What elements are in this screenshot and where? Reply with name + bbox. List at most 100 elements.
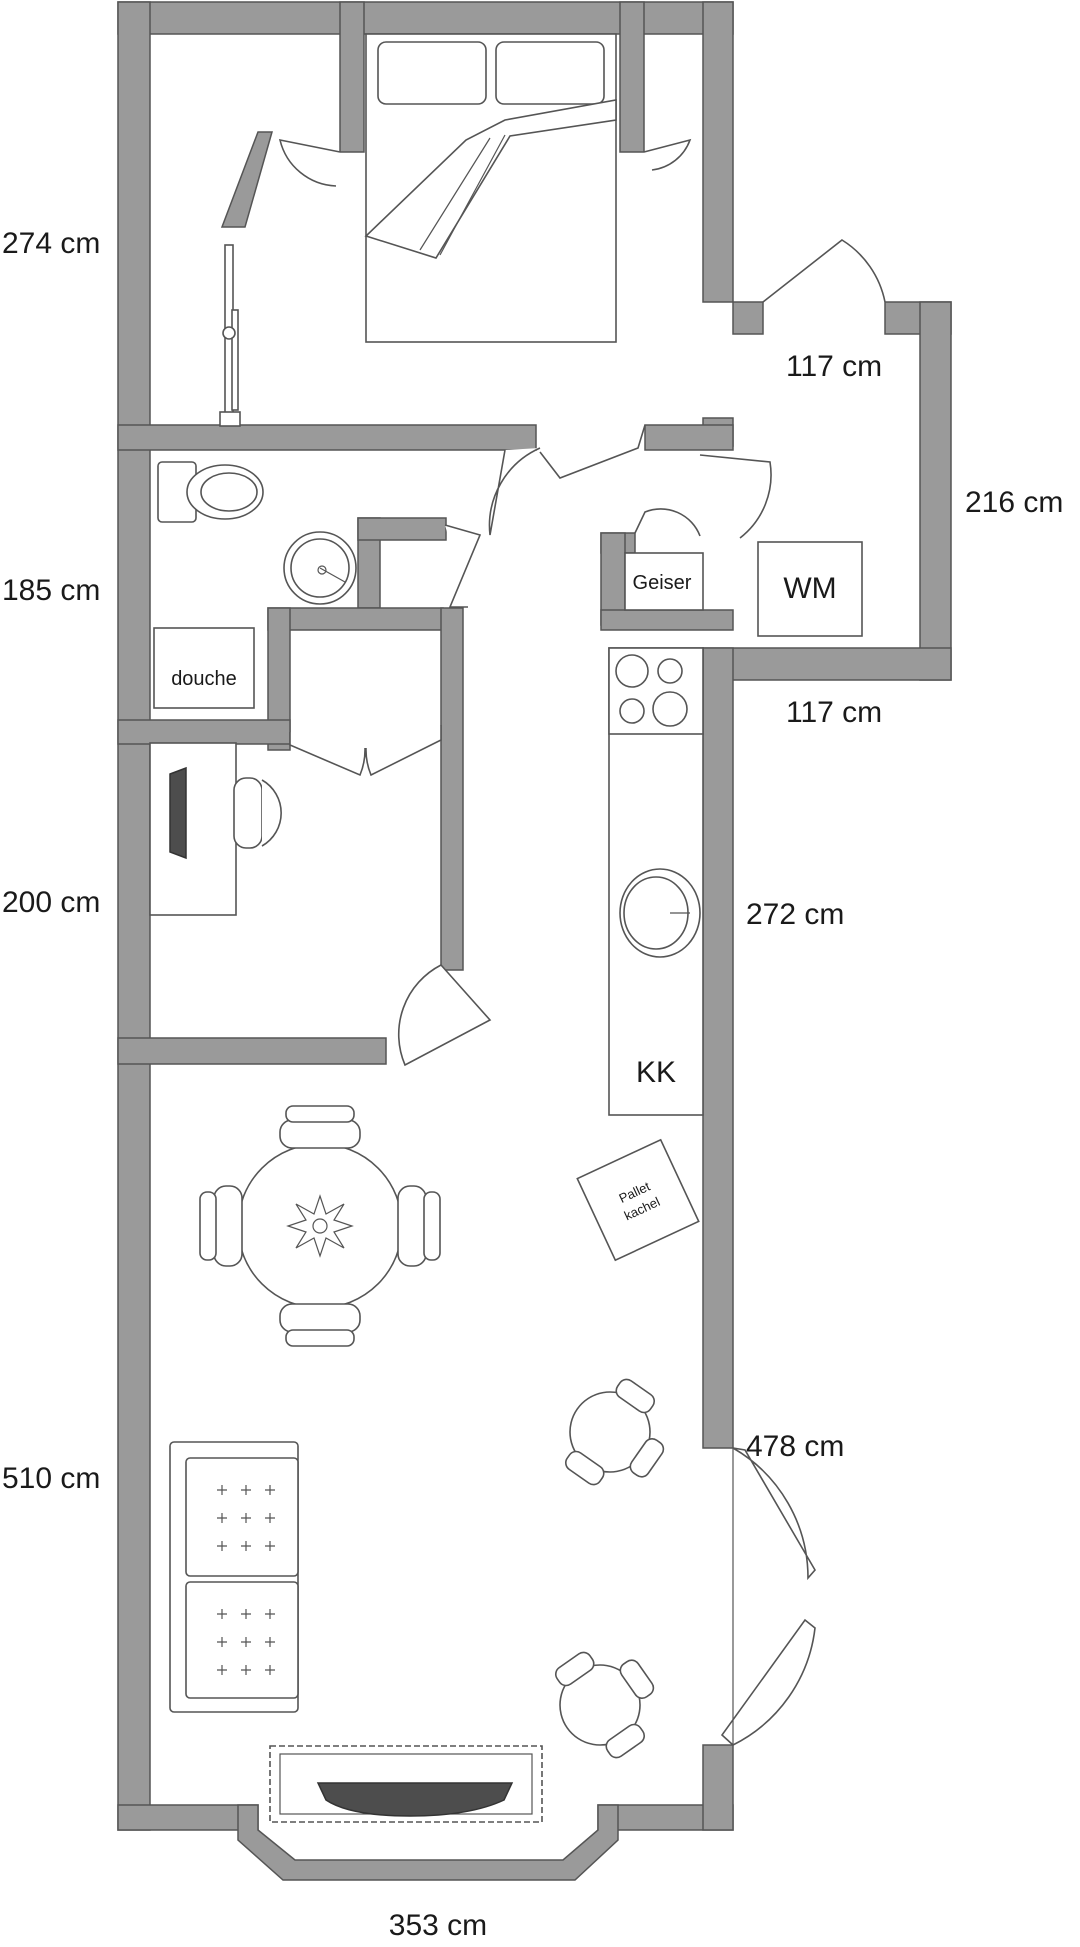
wall-bay	[237, 1804, 619, 1881]
living-room	[169, 1105, 816, 1823]
wall-right-lower	[702, 1744, 734, 1831]
sliding-panel-2	[231, 309, 239, 411]
dining-chair-bottom	[279, 1303, 361, 1333]
bed-blanket-fold	[364, 99, 617, 259]
dim-storage-width-bottom: 117 cm	[786, 696, 882, 729]
bed-fold-line	[419, 137, 491, 251]
sofa-tuft	[241, 1665, 251, 1675]
burner-4	[652, 691, 688, 727]
sofa-tuft	[265, 1541, 275, 1551]
dining-chair-bottom-back	[285, 1329, 355, 1347]
dining-chair-right	[397, 1185, 427, 1267]
entrance-door-lower[interactable]	[720, 1618, 816, 1746]
sofa-cushion-bottom	[185, 1581, 299, 1699]
sofa-tuft	[241, 1609, 251, 1619]
kitchen: KK Pallet kachel	[576, 647, 704, 1262]
sofa-tuft	[217, 1637, 227, 1647]
sofa-tuft	[217, 1541, 227, 1551]
monitor	[169, 766, 187, 860]
washbasin-drain	[317, 565, 327, 575]
wall-storage-right	[919, 301, 952, 681]
sofa-tuft	[241, 1637, 251, 1647]
washing-machine	[757, 541, 863, 637]
dim-study-height: 200 cm	[2, 886, 100, 919]
dim-bedroom-height: 274 cm	[2, 227, 100, 260]
sofa-tuft	[265, 1637, 275, 1647]
study-door[interactable]	[397, 964, 492, 1067]
wall-bottom-left	[117, 1804, 259, 1831]
wall-bedroom-bottom-right	[644, 424, 734, 451]
study-chair-seat	[233, 777, 263, 849]
dim-bottom-width: 353 cm	[389, 1909, 487, 1942]
wall-geiser-bottom	[600, 609, 734, 631]
pillow-left	[377, 41, 487, 105]
wall-bedroom-bottom-left	[117, 424, 537, 451]
wall-storage-bottom	[702, 647, 952, 681]
closet-door-left[interactable]	[289, 732, 366, 777]
geiser-door[interactable]	[634, 508, 701, 537]
desk	[149, 742, 237, 916]
dim-bathroom-height: 185 cm	[2, 574, 100, 607]
dimension-labels: 274 cm 117 cm 216 cm 185 cm 117 cm 200 c…	[2, 227, 1063, 1942]
wall-bath-bottom	[117, 719, 291, 745]
wall-bath-mid	[267, 607, 444, 631]
dining-chair-left-back	[199, 1191, 217, 1261]
sofa-tuft	[217, 1665, 227, 1675]
burner-3	[619, 698, 645, 724]
washing-machine-label: WM	[783, 572, 836, 605]
dim-storage-width-top: 117 cm	[786, 350, 882, 383]
fridge-label: KK	[636, 1056, 676, 1089]
dining-chair-top	[279, 1119, 361, 1149]
geiser-label: Geiser	[633, 572, 692, 594]
sofa-tuft	[217, 1485, 227, 1495]
dining-table	[237, 1143, 403, 1309]
shower-box	[153, 627, 255, 709]
dim-living-height: 510 cm	[2, 1462, 100, 1495]
dim-storage-height: 216 cm	[965, 486, 1063, 519]
bath-door-inner[interactable]	[444, 524, 482, 608]
shower-label: douche	[171, 668, 237, 690]
bed-fold-line2	[439, 134, 506, 256]
sofa-tuft	[241, 1541, 251, 1551]
storage-door-side[interactable]	[699, 454, 772, 539]
wall-bath-shower-right	[267, 607, 291, 751]
wall-study-bottom	[117, 1037, 387, 1065]
bedroom-door-left	[278, 138, 341, 187]
dining-chair-right-back	[423, 1191, 441, 1261]
walls	[117, 1, 952, 1881]
sofa-tuft	[265, 1485, 275, 1495]
wall-corridor-left	[440, 607, 464, 971]
armchair-bottom	[554, 1651, 655, 1759]
bedroom-door-right	[643, 138, 692, 171]
wall-bedroom-stub	[220, 131, 273, 228]
sofa-tuft	[217, 1513, 227, 1523]
pillow-right	[495, 41, 605, 105]
corridor-door[interactable]	[539, 424, 646, 479]
wall-storage-top	[732, 301, 764, 335]
washbasin-tap	[319, 567, 346, 583]
dining-chair-left	[213, 1185, 243, 1267]
storage-door-top[interactable]	[762, 239, 886, 303]
bathroom: douche	[153, 461, 482, 709]
toilet-seat	[200, 472, 258, 512]
sofa-cushion-top	[185, 1457, 299, 1577]
wall-bedroom-post	[339, 1, 365, 153]
study	[149, 725, 492, 1067]
wall-left	[117, 1, 151, 1831]
tv	[316, 1782, 514, 1817]
sliding-base	[219, 411, 241, 427]
armchair-top	[564, 1378, 665, 1486]
dining-chair-top-back	[285, 1105, 355, 1123]
dim-entrance-wall: 478 cm	[746, 1430, 844, 1463]
bedroom	[219, 33, 692, 427]
entrance-door-upper[interactable]	[732, 1447, 816, 1581]
sofa-tufting	[217, 1485, 275, 1675]
sofa-tuft	[241, 1513, 251, 1523]
sofa-tuft	[265, 1513, 275, 1523]
bath-door-top[interactable]	[488, 447, 541, 536]
geiser-box	[624, 552, 704, 611]
star-ornament	[286, 1194, 354, 1258]
burner-1	[615, 654, 649, 688]
closet-door-right[interactable]	[365, 725, 442, 777]
wall-kitchen-right	[702, 647, 734, 1449]
